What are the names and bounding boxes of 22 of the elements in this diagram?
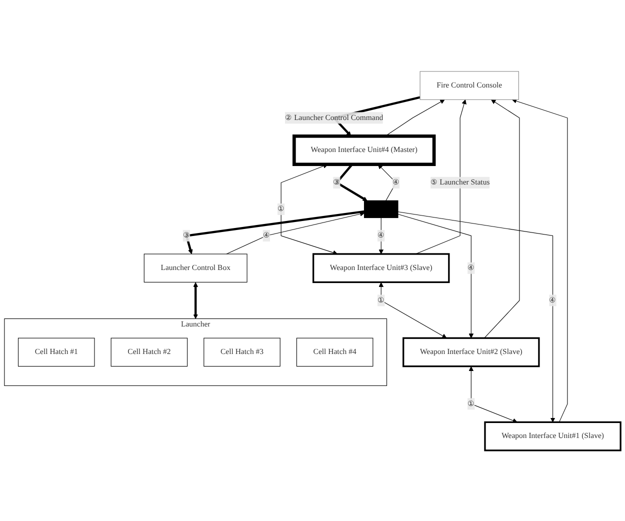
node-box — [18, 337, 95, 366]
arrow — [397, 211, 556, 422]
arrow — [484, 99, 520, 338]
node-bar — [364, 200, 398, 218]
arrow — [468, 366, 518, 422]
arrow — [512, 98, 568, 422]
node-box — [204, 337, 280, 366]
arrow — [280, 163, 338, 255]
arrow — [397, 213, 474, 338]
node-box — [484, 420, 622, 451]
node-box — [420, 70, 519, 100]
node-box — [312, 252, 450, 283]
node-box — [296, 337, 374, 366]
node-box — [110, 337, 188, 366]
cluster — [4, 318, 388, 386]
node-box — [402, 336, 540, 367]
arrow — [226, 211, 365, 254]
arrow — [185, 210, 365, 254]
arrow — [378, 282, 447, 338]
node-box — [144, 253, 248, 282]
node-box — [292, 134, 436, 166]
arrow — [193, 282, 198, 319]
